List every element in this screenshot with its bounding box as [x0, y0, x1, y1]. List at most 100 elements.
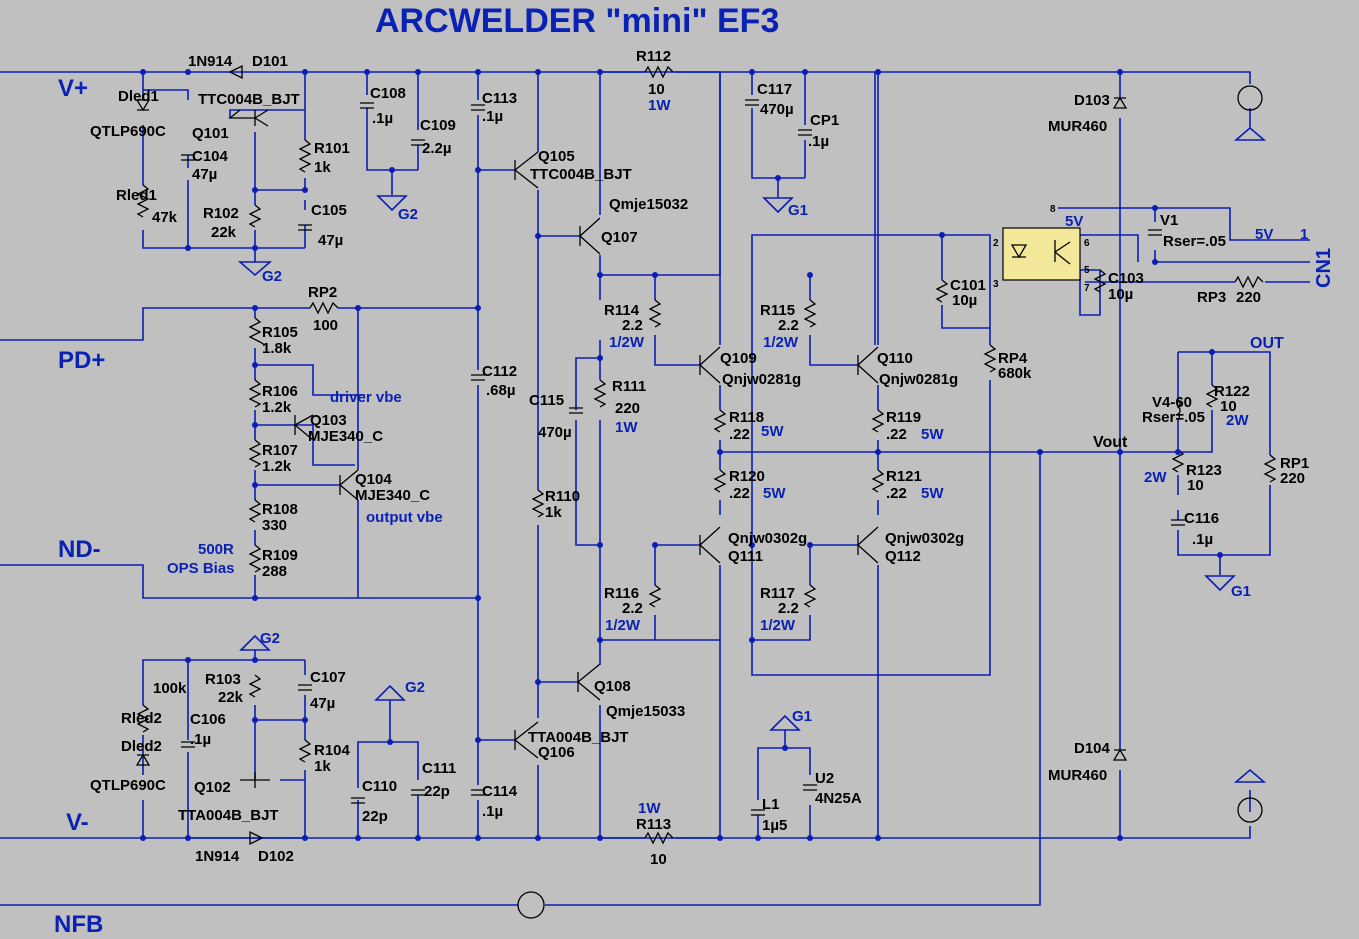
q106-value: TTA004B_BJT: [528, 729, 629, 746]
c103-value: .1µ: [190, 731, 211, 748]
c102-value: 47µ: [318, 232, 343, 249]
r113-note: 1W: [638, 800, 661, 817]
r107-value: 1.2k: [262, 458, 292, 475]
rled2-ref: Rled2: [121, 710, 162, 727]
r103-ref: R103: [205, 671, 241, 688]
c104-ref: C107: [310, 669, 346, 686]
driver-vbe-annotation: driver vbe: [330, 389, 402, 406]
d101-value: 1N914: [188, 53, 233, 70]
r121-ref: R121: [886, 468, 922, 485]
gnd-g2-a: G2: [398, 206, 418, 223]
gnd-g2-b: G2: [262, 268, 282, 285]
q110-symbol: [857, 346, 879, 384]
l1-ref: V4-60: [1152, 394, 1192, 411]
d102-ref: D102: [258, 848, 294, 865]
r122-note: 2W: [1226, 412, 1249, 429]
c102-ref: C105: [311, 202, 347, 219]
dled2-ref: Dled2: [121, 738, 162, 755]
r115-value: 2.2: [778, 317, 799, 334]
rp4-ref: C103: [1108, 270, 1144, 287]
r118-ref: R118: [729, 409, 764, 426]
u2-pin-7: 7: [1084, 283, 1090, 294]
r114-note: 1/2W: [609, 334, 645, 351]
q108-value: Qmje15033: [606, 703, 685, 720]
r116-ref: R116: [604, 585, 639, 602]
r122-ref: R122: [1214, 383, 1250, 400]
r110-ref: R110: [545, 488, 580, 505]
c115-ref: CP1: [810, 112, 839, 129]
q109-ref: Q109: [720, 350, 757, 367]
gnd-g1-c: G1: [792, 708, 812, 725]
r101-value: 1k: [314, 159, 331, 176]
net-5v-cn: 5V: [1255, 226, 1273, 243]
r111-ref: R111: [612, 378, 646, 395]
d101-ref: D101: [252, 53, 288, 70]
c107-ref: C110: [362, 778, 397, 795]
d104-value: MUR460: [1048, 767, 1107, 784]
gnd-g1-a: G1: [788, 202, 808, 219]
q103-ref: Q103: [310, 412, 347, 429]
net-nfb: NFB: [54, 911, 103, 938]
rled1-value: 47k: [152, 209, 178, 226]
r102-value: 22k: [211, 224, 237, 241]
r104-ref: R104: [314, 742, 351, 759]
q104-ref: Q104: [355, 471, 392, 488]
r108-value: 330: [262, 517, 287, 534]
c116-ref: L1: [762, 796, 780, 813]
gnd-g2-d: G2: [405, 679, 425, 696]
c110-ref: C113: [482, 90, 517, 107]
r114-ref: R114: [604, 302, 640, 319]
q104-symbol: [339, 469, 359, 501]
schematic-title: ARCWELDER "mini" EF3: [375, 2, 779, 40]
d103-ref: D103: [1074, 92, 1110, 109]
net-vplus: V+: [58, 75, 88, 102]
q110-ref: Q110: [877, 350, 913, 367]
r121-value: .22: [886, 485, 907, 502]
rled2-value: 100k: [153, 680, 187, 697]
component-labels: Dled1 QTLP690C Rled1 47k 1N914 D101 TTC0…: [90, 48, 1309, 868]
c111-value: .1µ: [482, 803, 503, 820]
d102-value: 1N914: [195, 848, 240, 865]
net-vminus: V-: [66, 809, 89, 836]
q103-symbol: [294, 414, 314, 441]
u2-pin-8: 8: [1050, 204, 1056, 215]
r111-note: 1W: [615, 419, 638, 436]
rp3-value: 10µ: [952, 292, 977, 309]
r112-ref: R112: [636, 48, 671, 65]
c111-ref: C114: [482, 783, 518, 800]
net-pdplus: PD+: [58, 347, 105, 374]
d104-ref: D104: [1074, 740, 1111, 757]
r113-ref: R113: [636, 816, 671, 833]
q106-ref: Q106: [538, 744, 575, 761]
rcc-value: 100: [313, 317, 338, 334]
r123-value: 10: [1187, 477, 1204, 494]
rled1-ref: Rled1: [116, 187, 157, 204]
c113-value: .1µ: [1192, 531, 1213, 548]
r119-note: 5W: [921, 426, 944, 443]
net-labels: V+ V- PD+ ND- NFB OUT Vout CN1 5V 5V 1 G…: [54, 75, 1335, 938]
cp1-value: Rser=.05: [1163, 233, 1226, 250]
c108-ref: C111: [422, 760, 456, 777]
rp2-value: 680k: [998, 365, 1032, 382]
c110-value: .1µ: [482, 108, 503, 125]
c109-value: .68µ: [486, 382, 516, 399]
r103-value: 22k: [218, 689, 244, 706]
rp1-value: 220: [1236, 289, 1261, 306]
r115-ref: R115: [760, 302, 795, 319]
r114-value: 2.2: [622, 317, 643, 334]
q111-ref: Q111: [728, 548, 763, 565]
rload1-label: RP1: [1280, 455, 1309, 472]
q112-symbol: [857, 526, 879, 564]
c115-value: .1µ: [808, 133, 829, 150]
c107-value: 22p: [362, 808, 388, 825]
r117-ref: R117: [760, 585, 795, 602]
r120-note: 5W: [763, 485, 786, 502]
c117-value: 4N25A: [815, 790, 862, 807]
c106-value: 2.2µ: [422, 140, 452, 157]
c109-ref: C112: [482, 363, 517, 380]
r116-note: 1/2W: [605, 617, 641, 634]
net-cn-pin: 1: [1300, 226, 1308, 243]
r108-ref: R108: [262, 501, 298, 518]
dled1-ref: Dled1: [118, 88, 159, 105]
